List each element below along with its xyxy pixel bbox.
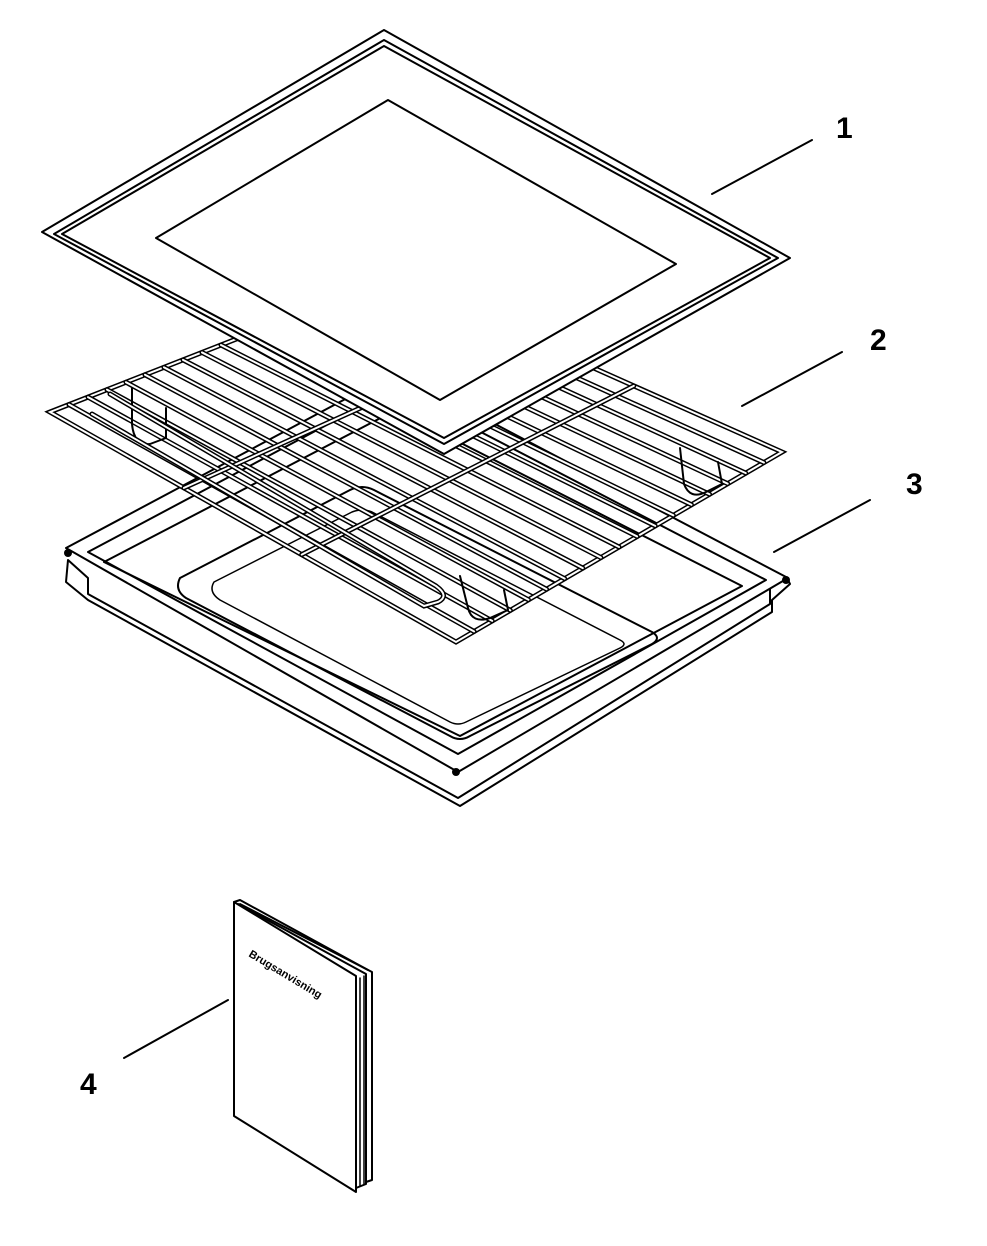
glass-plate-outer-edge (41, 29, 791, 455)
baking-tray-floor (103, 409, 743, 737)
callout-number-2: 2 (870, 324, 887, 357)
wire-rack-rod (87, 396, 494, 622)
callout-number-4: 4 (80, 1068, 97, 1101)
instruction-booklet-part-4: Brugsanvisning (233, 899, 373, 1193)
wire-rack-cross-rod (300, 384, 635, 556)
glass-plate-frame-line-inner (61, 45, 771, 439)
wire-rack-rod (220, 344, 620, 548)
tray-corner-rivet (782, 576, 790, 584)
wire-rack-rod (163, 366, 566, 580)
wire-rack-rod (201, 351, 602, 559)
wire-rack-u-rod-highlight (91, 393, 445, 608)
baking-tray-emboss-outer (177, 486, 658, 740)
glass-plate-frame-line (53, 39, 779, 445)
wire-rack-rod (106, 388, 512, 612)
booklet-cover-top-edge (233, 899, 369, 971)
callout-number-1: 1 (836, 112, 853, 145)
wire-rack-foot (679, 447, 723, 496)
wire-rack-rod (125, 381, 530, 601)
glass-plate-part-1 (41, 29, 791, 455)
tray-corner-rivet (64, 549, 72, 557)
callout-leaders (123, 139, 871, 1059)
tray-corner-rivet (452, 768, 460, 776)
baking-tray-rim-inner (87, 387, 767, 755)
leader-line-1 (711, 139, 813, 195)
leader-line-3 (773, 499, 871, 553)
wire-rack-rod (182, 358, 584, 570)
wire-rack-foot (459, 575, 509, 621)
leader-line-2 (741, 351, 843, 407)
leader-line-4 (123, 999, 229, 1059)
booklet-front-cover (233, 901, 357, 1193)
callout-number-3: 3 (906, 468, 923, 501)
wire-rack-rod (144, 373, 548, 591)
glass-plate-window (155, 99, 677, 401)
